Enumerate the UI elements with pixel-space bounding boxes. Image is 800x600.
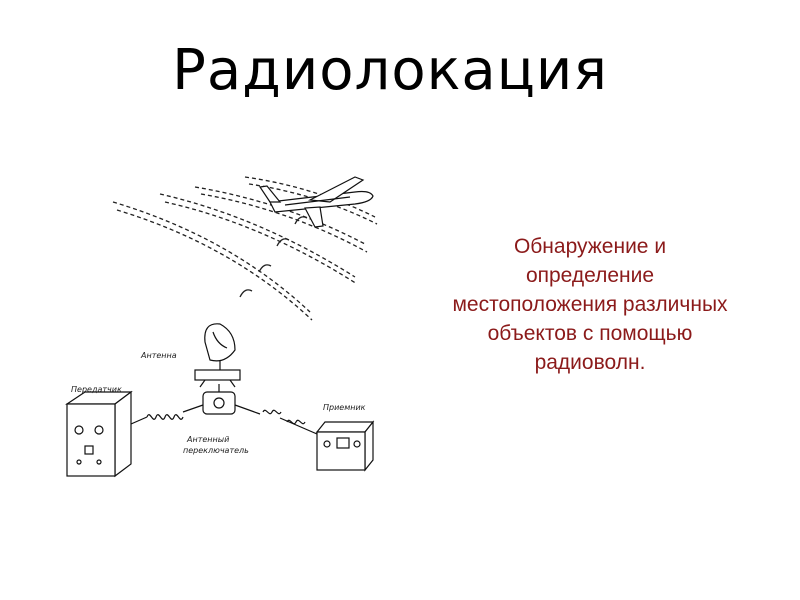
- label-transmitter: Передатчик: [71, 385, 122, 394]
- wave-pulse-marks: [239, 216, 308, 298]
- antenna-switch: [202, 384, 236, 415]
- transmitter-signal: [130, 404, 204, 425]
- receiver-signal: [234, 404, 318, 435]
- slide-body-text: Обнаружение и определение местоположения…: [452, 235, 728, 374]
- label-receiver: Приемник: [323, 403, 366, 412]
- label-antenna-switch-line2: переключатель: [183, 446, 249, 455]
- antenna-dish: [194, 323, 241, 388]
- label-antenna-switch-line1: Антенный: [186, 435, 229, 444]
- airplane: [258, 176, 374, 228]
- receiver: [315, 420, 375, 472]
- transmitter: [65, 390, 133, 478]
- radar-illustration: Антенна Передатчик Приемник Антенный пер…: [55, 172, 390, 482]
- slide-title: Радиолокация: [172, 38, 608, 103]
- label-antenna: Антенна: [140, 351, 177, 360]
